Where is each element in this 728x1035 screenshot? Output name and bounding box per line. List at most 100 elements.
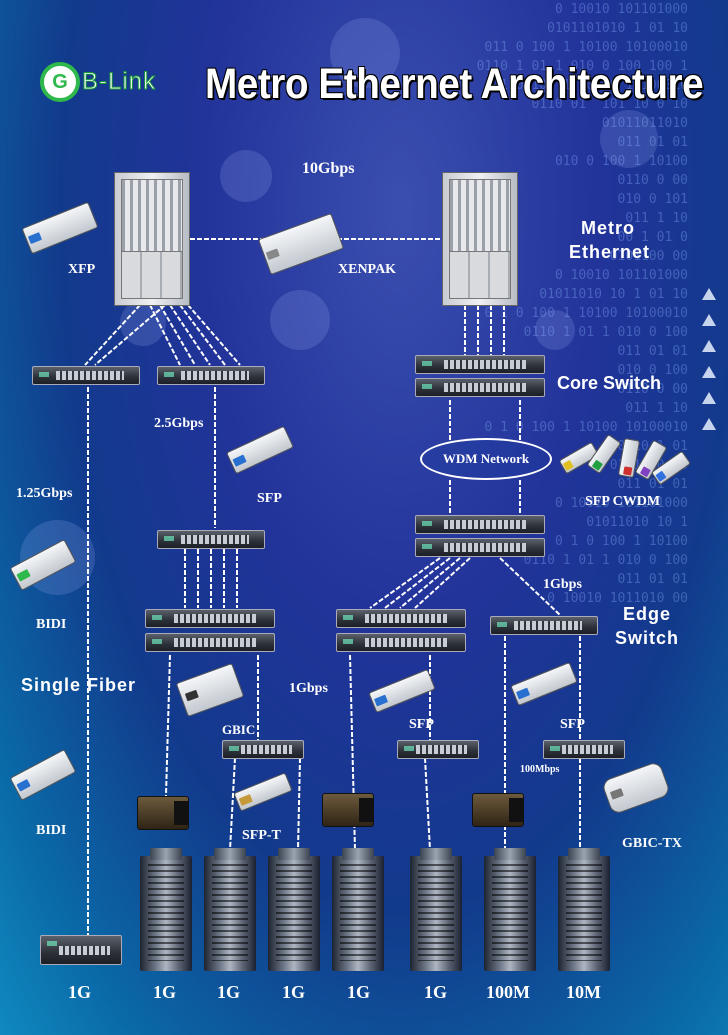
media-converter-icon: [322, 793, 374, 827]
edge-switch-right: [490, 616, 598, 635]
binary-line: 011 0 100 1 10100 10100010: [484, 40, 689, 55]
edge-switch-left-top: [145, 609, 275, 628]
gb-link-logo: G B-Link: [40, 62, 156, 102]
access-switch: [222, 740, 304, 759]
triangle-icon: [702, 314, 716, 326]
aggregation-switch-top: [415, 515, 545, 534]
binary-line: 010 0 101: [617, 192, 688, 207]
triangle-icon: [702, 340, 716, 352]
binary-line: 00 1 01 0: [617, 230, 688, 245]
core-switch-bottom: [415, 378, 545, 397]
binary-line: 01011010 10 1: [586, 515, 688, 530]
binary-line: 011 1 10: [625, 401, 688, 416]
label-1gbps-mid: 1Gbps: [289, 681, 328, 696]
speed-label-4: 1G: [282, 982, 306, 1002]
switch: [157, 530, 265, 549]
binary-line: 0 1 0 100 1 10100 10100010: [484, 306, 689, 321]
label-metro: Metro: [581, 218, 635, 238]
triangle-icon: [702, 418, 716, 430]
label-sfp-right: SFP: [560, 717, 585, 732]
server-rack-icon: [204, 848, 256, 971]
triangle-icon: [702, 288, 716, 300]
binary-line: 0101101010 1 01 10: [547, 21, 688, 36]
label-sfp-mid: SFP: [409, 717, 434, 732]
logo-mark: G: [40, 62, 80, 102]
label-bidi-top: BIDI: [36, 617, 67, 632]
media-converter-icon: [472, 793, 524, 827]
binary-line: 011 1 10: [625, 211, 688, 226]
binary-line: 0110 1 01 1 010 0 100: [523, 553, 688, 568]
media-converter-icon: [137, 796, 189, 830]
server-rack-icon: [332, 848, 384, 971]
label-sfp-cwdm: SFP CWDM: [585, 494, 661, 509]
server-rack-icon: [558, 848, 610, 971]
bokeh-light: [270, 290, 330, 350]
speed-label-1: 1G: [68, 982, 92, 1002]
speed-label-8: 10M: [566, 982, 601, 1002]
binary-line: 0 10010 101101000: [554, 2, 688, 17]
binary-line: 0 1 0 100 1 10100 10100010: [484, 420, 689, 435]
speed-label-3: 1G: [217, 982, 241, 1002]
label-bidi-bottom: BIDI: [36, 823, 67, 838]
binary-line: 0110 1 01 1 010 0 100: [523, 325, 688, 340]
wdm-network-ellipse: WDM Network: [420, 438, 552, 480]
label-sfp-top: SFP: [257, 491, 282, 506]
access-switch: [397, 740, 479, 759]
bokeh-light: [330, 18, 400, 88]
speed-label-2: 1G: [153, 982, 177, 1002]
label-xenpak: XENPAK: [338, 262, 397, 277]
binary-line: 0 10010 1011010 00: [547, 591, 688, 606]
bokeh-light: [535, 310, 575, 350]
binary-line: 0 1 0 100 1 10100: [554, 534, 688, 549]
label-edge: Edge: [623, 604, 672, 624]
binary-line: 010 0 100 1 10100: [554, 154, 688, 169]
binary-line: 0101100 00: [609, 249, 688, 264]
binary-line: 011 01 01: [617, 135, 688, 150]
server-rack-icon: [484, 848, 536, 971]
binary-line: 01011010 10 1 01 10: [539, 287, 688, 302]
wdm-network-label: WDM Network: [442, 451, 530, 466]
switch: [32, 366, 140, 385]
end-switch: [40, 935, 122, 965]
binary-line: 0110 01 101 10 0 10: [531, 97, 688, 112]
binary-line: 0110 1 01 1 010 0 100 100 1: [476, 59, 688, 74]
label-gbic-tx: GBIC-TX: [622, 836, 682, 851]
decorative-triangles: [702, 288, 716, 444]
edge-switch-mid-top: [336, 609, 466, 628]
label-xfp: XFP: [68, 262, 96, 277]
label-1gbps-right: 1Gbps: [543, 577, 582, 592]
link: [84, 304, 141, 366]
speed-label-7: 100M: [486, 982, 530, 1002]
label-gbic: GBIC: [222, 722, 256, 737]
binary-line: 011 01 01: [617, 572, 688, 587]
speed-label-5: 1G: [347, 982, 371, 1002]
label-100mbps: 100Mbps: [520, 764, 560, 775]
label-10gbps: 10Gbps: [302, 160, 355, 177]
switch: [157, 366, 265, 385]
bokeh-light: [220, 150, 272, 202]
core-switch-top: [415, 355, 545, 374]
server-rack-icon: [410, 848, 462, 971]
aggregation-switch-bottom: [415, 538, 545, 557]
binary-line: 011 01 01: [617, 344, 688, 359]
binary-line: 0110 0 00: [617, 173, 688, 188]
binary-line: 0 1 0 100 1 10100 10100010: [484, 78, 689, 93]
label-switch: Switch: [615, 628, 680, 648]
triangle-icon: [702, 392, 716, 404]
binary-line: 01011011010: [601, 116, 688, 131]
server-rack-icon: [268, 848, 320, 971]
page-title: Metro Ethernet Architecture: [205, 60, 704, 108]
bokeh-light: [600, 110, 658, 168]
binary-line: 011 01 01: [617, 477, 688, 492]
binary-line: 0110 0 00: [617, 382, 688, 397]
metro-chassis-right: [442, 172, 518, 306]
label-2-5gbps: 2.5Gbps: [154, 416, 204, 431]
binary-line: 010 0 100: [617, 363, 688, 378]
label-single-fiber: Single Fiber: [21, 675, 137, 695]
access-switch: [543, 740, 625, 759]
speed-label-6: 1G: [424, 982, 448, 1002]
label-core-switch: Core Switch: [557, 373, 662, 393]
label-ethernet: Ethernet: [569, 242, 651, 262]
logo-text: B-Link: [81, 68, 157, 96]
